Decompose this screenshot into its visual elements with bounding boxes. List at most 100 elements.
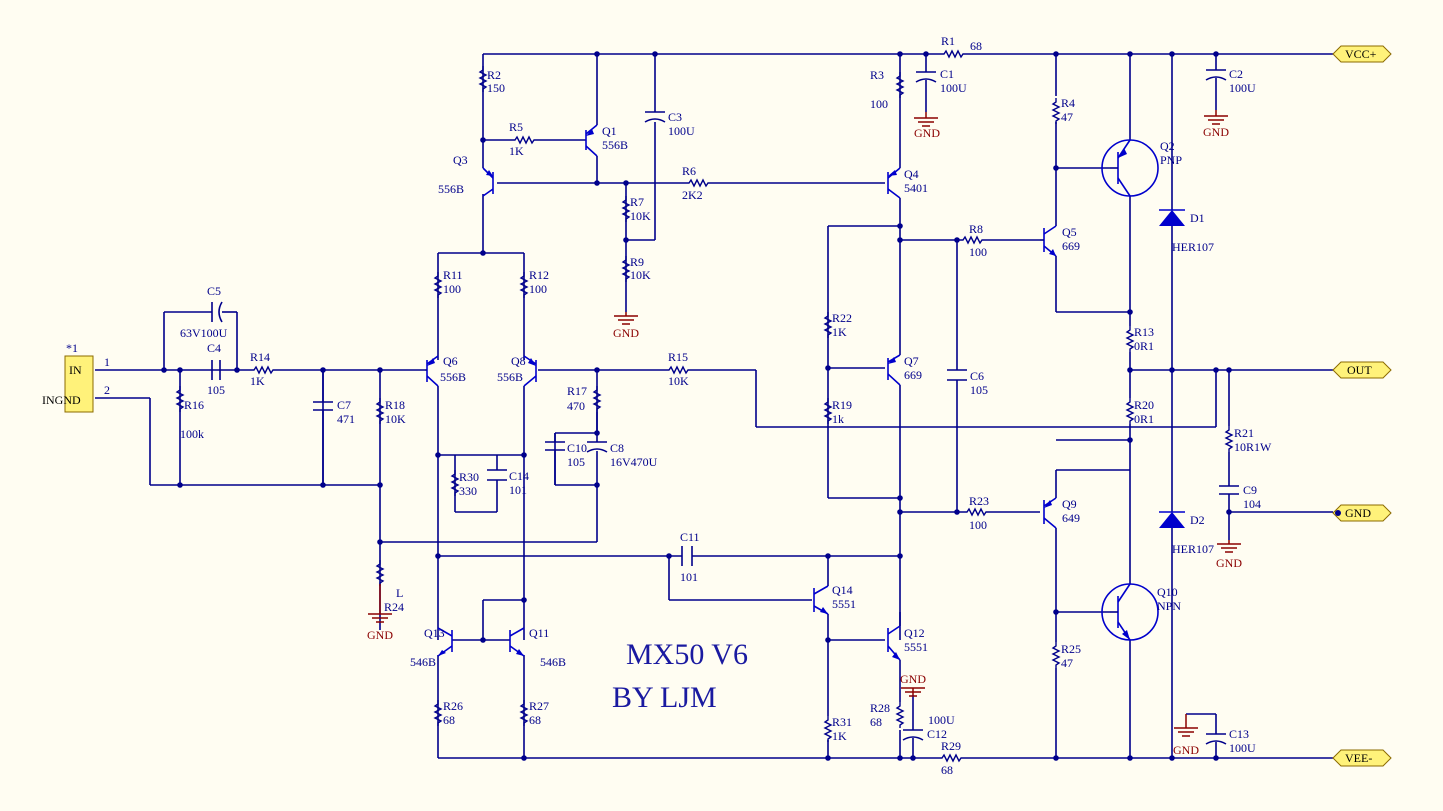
label-c1-ref: C1 bbox=[940, 67, 954, 81]
label-r14-ref: R14 bbox=[250, 350, 270, 364]
label-r19-value: 1k bbox=[832, 412, 844, 426]
label-c5-value: 63V100U bbox=[180, 326, 228, 340]
label-r31-ref: R31 bbox=[832, 715, 852, 729]
label-r23-value: 100 bbox=[969, 518, 987, 532]
schematic-author: BY LJM bbox=[612, 681, 717, 714]
label-r7-ref: R7 bbox=[630, 195, 644, 209]
label-q4-ref: Q4 bbox=[904, 167, 919, 181]
label-q9-value: 649 bbox=[1062, 511, 1080, 525]
port-out: OUT bbox=[1332, 361, 1392, 379]
component-labels: R1 68 R2 150 R3 100 R4 47 R5 1K R6 2K2 R… bbox=[180, 34, 1272, 777]
label-c5-ref: C5 bbox=[207, 284, 221, 298]
label-r20-value: 0R1 bbox=[1134, 412, 1154, 426]
label-q3-value: 556B bbox=[438, 182, 464, 196]
label-r18-ref: R18 bbox=[385, 398, 405, 412]
label-c12-ref: C12 bbox=[927, 727, 947, 741]
label-q2-ref: Q2 bbox=[1160, 139, 1175, 153]
label-c13-value: 100U bbox=[1229, 741, 1256, 755]
label-q6-value: 556B bbox=[440, 370, 466, 384]
ground-symbol-r9 bbox=[614, 312, 638, 325]
label-c7-ref: C7 bbox=[337, 398, 351, 412]
label-r21-value: 10R1W bbox=[1234, 440, 1272, 454]
gnd-label-r24: GND bbox=[367, 628, 393, 642]
label-q11-value: 546B bbox=[540, 655, 566, 669]
label-c10-value: 105 bbox=[567, 455, 585, 469]
label-r26-ref: R26 bbox=[443, 699, 463, 713]
label-c9-ref: C9 bbox=[1243, 483, 1257, 497]
label-c3-ref: C3 bbox=[668, 110, 682, 124]
label-r5-value: 1K bbox=[509, 144, 524, 158]
label-r25-value: 47 bbox=[1061, 656, 1073, 670]
label-r5-ref: R5 bbox=[509, 120, 523, 134]
ground-symbol-c13 bbox=[1174, 714, 1198, 737]
label-r6-ref: R6 bbox=[682, 164, 696, 178]
label-c7-value: 471 bbox=[337, 412, 355, 426]
label-q3-ref: Q3 bbox=[453, 153, 468, 167]
label-c14-value: 101 bbox=[509, 483, 527, 497]
connector-pin2-number: 2 bbox=[104, 383, 110, 397]
label-q13-ref: Q13 bbox=[424, 626, 445, 640]
label-r4-ref: R4 bbox=[1061, 96, 1075, 110]
label-c6-value: 105 bbox=[970, 383, 988, 397]
label-q5-value: 669 bbox=[1062, 239, 1080, 253]
svg-text:OUT: OUT bbox=[1347, 363, 1372, 377]
label-r14-value: 1K bbox=[250, 374, 265, 388]
label-r17-ref: R17 bbox=[567, 384, 587, 398]
label-c1-value: 100U bbox=[940, 81, 967, 95]
schematic-title: MX50 V6 bbox=[626, 638, 748, 671]
gnd-label-c12: GND bbox=[900, 672, 926, 686]
diode-symbols bbox=[1159, 209, 1185, 528]
label-r28-value: 68 bbox=[870, 715, 882, 729]
ground-symbol-c2 bbox=[1204, 110, 1228, 125]
label-r30-value: 330 bbox=[459, 484, 477, 498]
label-d2-value: HER107 bbox=[1172, 542, 1214, 556]
label-q7-value: 669 bbox=[904, 368, 922, 382]
label-q1-ref: Q1 bbox=[602, 124, 617, 138]
label-q12-value: 5551 bbox=[904, 640, 928, 654]
label-r7-value: 10K bbox=[630, 209, 651, 223]
label-q1-value: 556B bbox=[602, 138, 628, 152]
label-d1-ref: D1 bbox=[1190, 211, 1205, 225]
label-q2-value: PNP bbox=[1160, 153, 1182, 167]
svg-text:VEE-: VEE- bbox=[1345, 751, 1372, 765]
label-q11-ref: Q11 bbox=[529, 626, 549, 640]
label-r16-value: 100k bbox=[180, 427, 204, 441]
connector-ref: *1 bbox=[66, 341, 78, 355]
label-r23-ref: R23 bbox=[969, 494, 989, 508]
capacitor-symbols bbox=[211, 69, 1239, 745]
resistor-symbols bbox=[175, 49, 1234, 763]
label-r22-value: 1K bbox=[832, 325, 847, 339]
label-c4-ref: C4 bbox=[207, 341, 221, 355]
label-r25-ref: R25 bbox=[1061, 642, 1081, 656]
label-r9-value: 10K bbox=[630, 268, 651, 282]
label-c3-value: 100U bbox=[668, 124, 695, 138]
connector-pin-ingnd: INGND bbox=[42, 393, 81, 407]
label-r4-value: 47 bbox=[1061, 110, 1073, 124]
gnd-label-c13: GND bbox=[1173, 743, 1199, 757]
label-r19-ref: R19 bbox=[832, 398, 852, 412]
label-r1-ref: R1 bbox=[941, 34, 955, 48]
label-q9-ref: Q9 bbox=[1062, 497, 1077, 511]
label-r12-value: 100 bbox=[529, 282, 547, 296]
power-transistors bbox=[1101, 139, 1159, 641]
ground-symbol-c12 bbox=[901, 687, 925, 697]
label-r27-value: 68 bbox=[529, 713, 541, 727]
label-r26-value: 68 bbox=[443, 713, 455, 727]
ground-symbol-c1 bbox=[914, 112, 938, 127]
svg-text:VCC+: VCC+ bbox=[1345, 47, 1377, 61]
label-r13-ref: R13 bbox=[1134, 325, 1154, 339]
label-r6-value: 2K2 bbox=[682, 188, 703, 202]
label-r27-ref: R27 bbox=[529, 699, 549, 713]
label-q12-ref: Q12 bbox=[904, 626, 925, 640]
label-r17-value: 470 bbox=[567, 399, 585, 413]
gnd-label-c9: GND bbox=[1216, 556, 1242, 570]
label-c2-ref: C2 bbox=[1229, 67, 1243, 81]
port-vcc: VCC+ bbox=[1332, 45, 1392, 63]
svg-text:GND: GND bbox=[1345, 506, 1371, 520]
gnd-label-r9: GND bbox=[613, 326, 639, 340]
label-r11-ref: R11 bbox=[443, 268, 463, 282]
label-q6-ref: Q6 bbox=[443, 354, 458, 368]
port-vee: VEE- bbox=[1332, 749, 1392, 767]
label-d2-ref: D2 bbox=[1190, 513, 1205, 527]
label-c9-value: 104 bbox=[1243, 497, 1261, 511]
